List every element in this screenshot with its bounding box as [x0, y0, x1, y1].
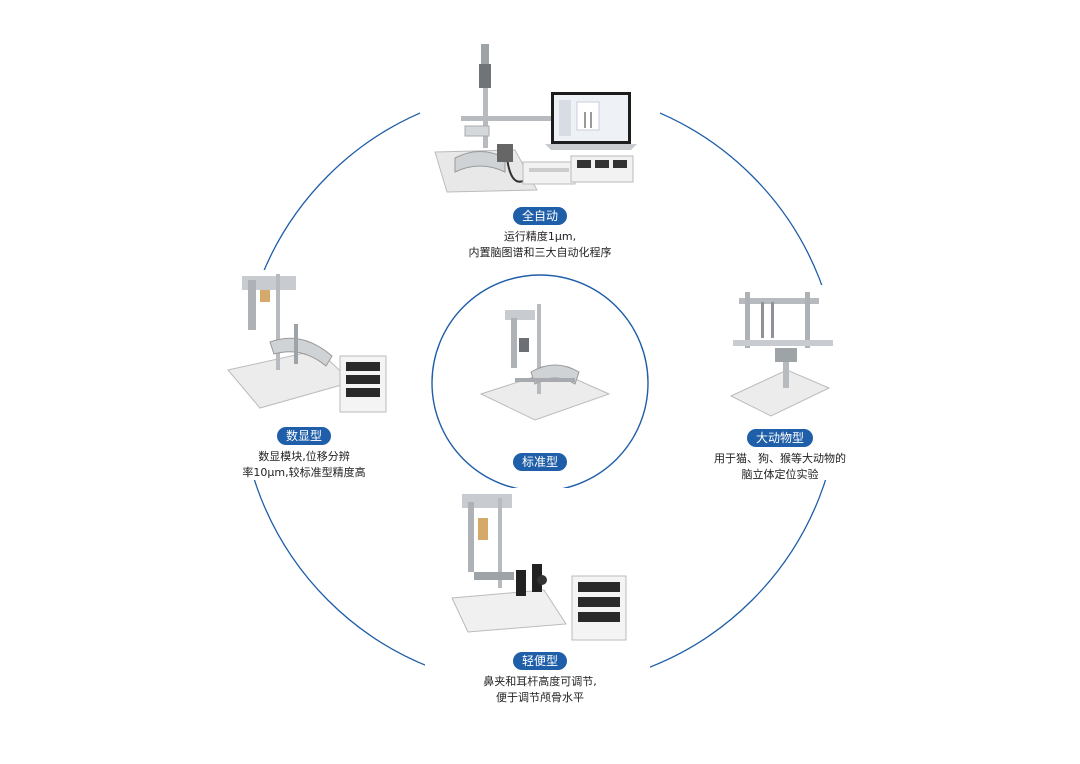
desc-auto-line-2: 内置脑图谱和三大自动化程序: [468, 246, 612, 259]
digital-stereotaxic-device-icon: [227, 274, 387, 413]
desc-auto: 运行精度1μm, 内置脑图谱和三大自动化程序: [440, 229, 640, 261]
portable-stereotaxic-device-icon: [451, 494, 627, 641]
badge-standard: 标准型: [512, 453, 567, 471]
desc-portable: 鼻夹和耳杆高度可调节, 便于调节颅骨水平: [445, 674, 635, 706]
badge-portable: 轻便型: [512, 652, 567, 670]
badge-digital: 数显型: [276, 427, 331, 445]
desc-digital-line-1: 数显模块,位移分辨: [258, 450, 350, 463]
badge-large-animal: 大动物型: [746, 429, 813, 447]
desc-portable-line-2: 便于调节颅骨水平: [496, 691, 584, 704]
badge-auto: 全自动: [512, 207, 567, 225]
desc-large-animal-line-1: 用于猫、狗、猴等大动物的: [714, 452, 846, 465]
desc-large-animal-line-2: 脑立体定位实验: [741, 468, 819, 481]
standard-stereotaxic-device-icon: [479, 304, 611, 421]
node-portable: 轻便型 鼻夹和耳杆高度可调节, 便于调节颅骨水平: [445, 650, 635, 706]
large-animal-stereotaxic-device-icon: [729, 292, 833, 417]
desc-large-animal: 用于猫、狗、猴等大动物的 脑立体定位实验: [695, 451, 865, 483]
desc-auto-line-1: 运行精度1μm,: [503, 230, 577, 243]
node-digital: 数显型 数显模块,位移分辨 率10μm,较标准型精度高: [214, 425, 394, 481]
node-large-animal: 大动物型 用于猫、狗、猴等大动物的 脑立体定位实验: [695, 427, 865, 483]
auto-stereotaxic-device-icon: [434, 44, 637, 193]
node-auto: 全自动 运行精度1μm, 内置脑图谱和三大自动化程序: [440, 205, 640, 261]
desc-digital-line-2: 率10μm,较标准型精度高: [242, 466, 366, 479]
node-standard: 标准型: [480, 451, 600, 471]
desc-portable-line-1: 鼻夹和耳杆高度可调节,: [483, 675, 597, 688]
desc-digital: 数显模块,位移分辨 率10μm,较标准型精度高: [214, 449, 394, 481]
